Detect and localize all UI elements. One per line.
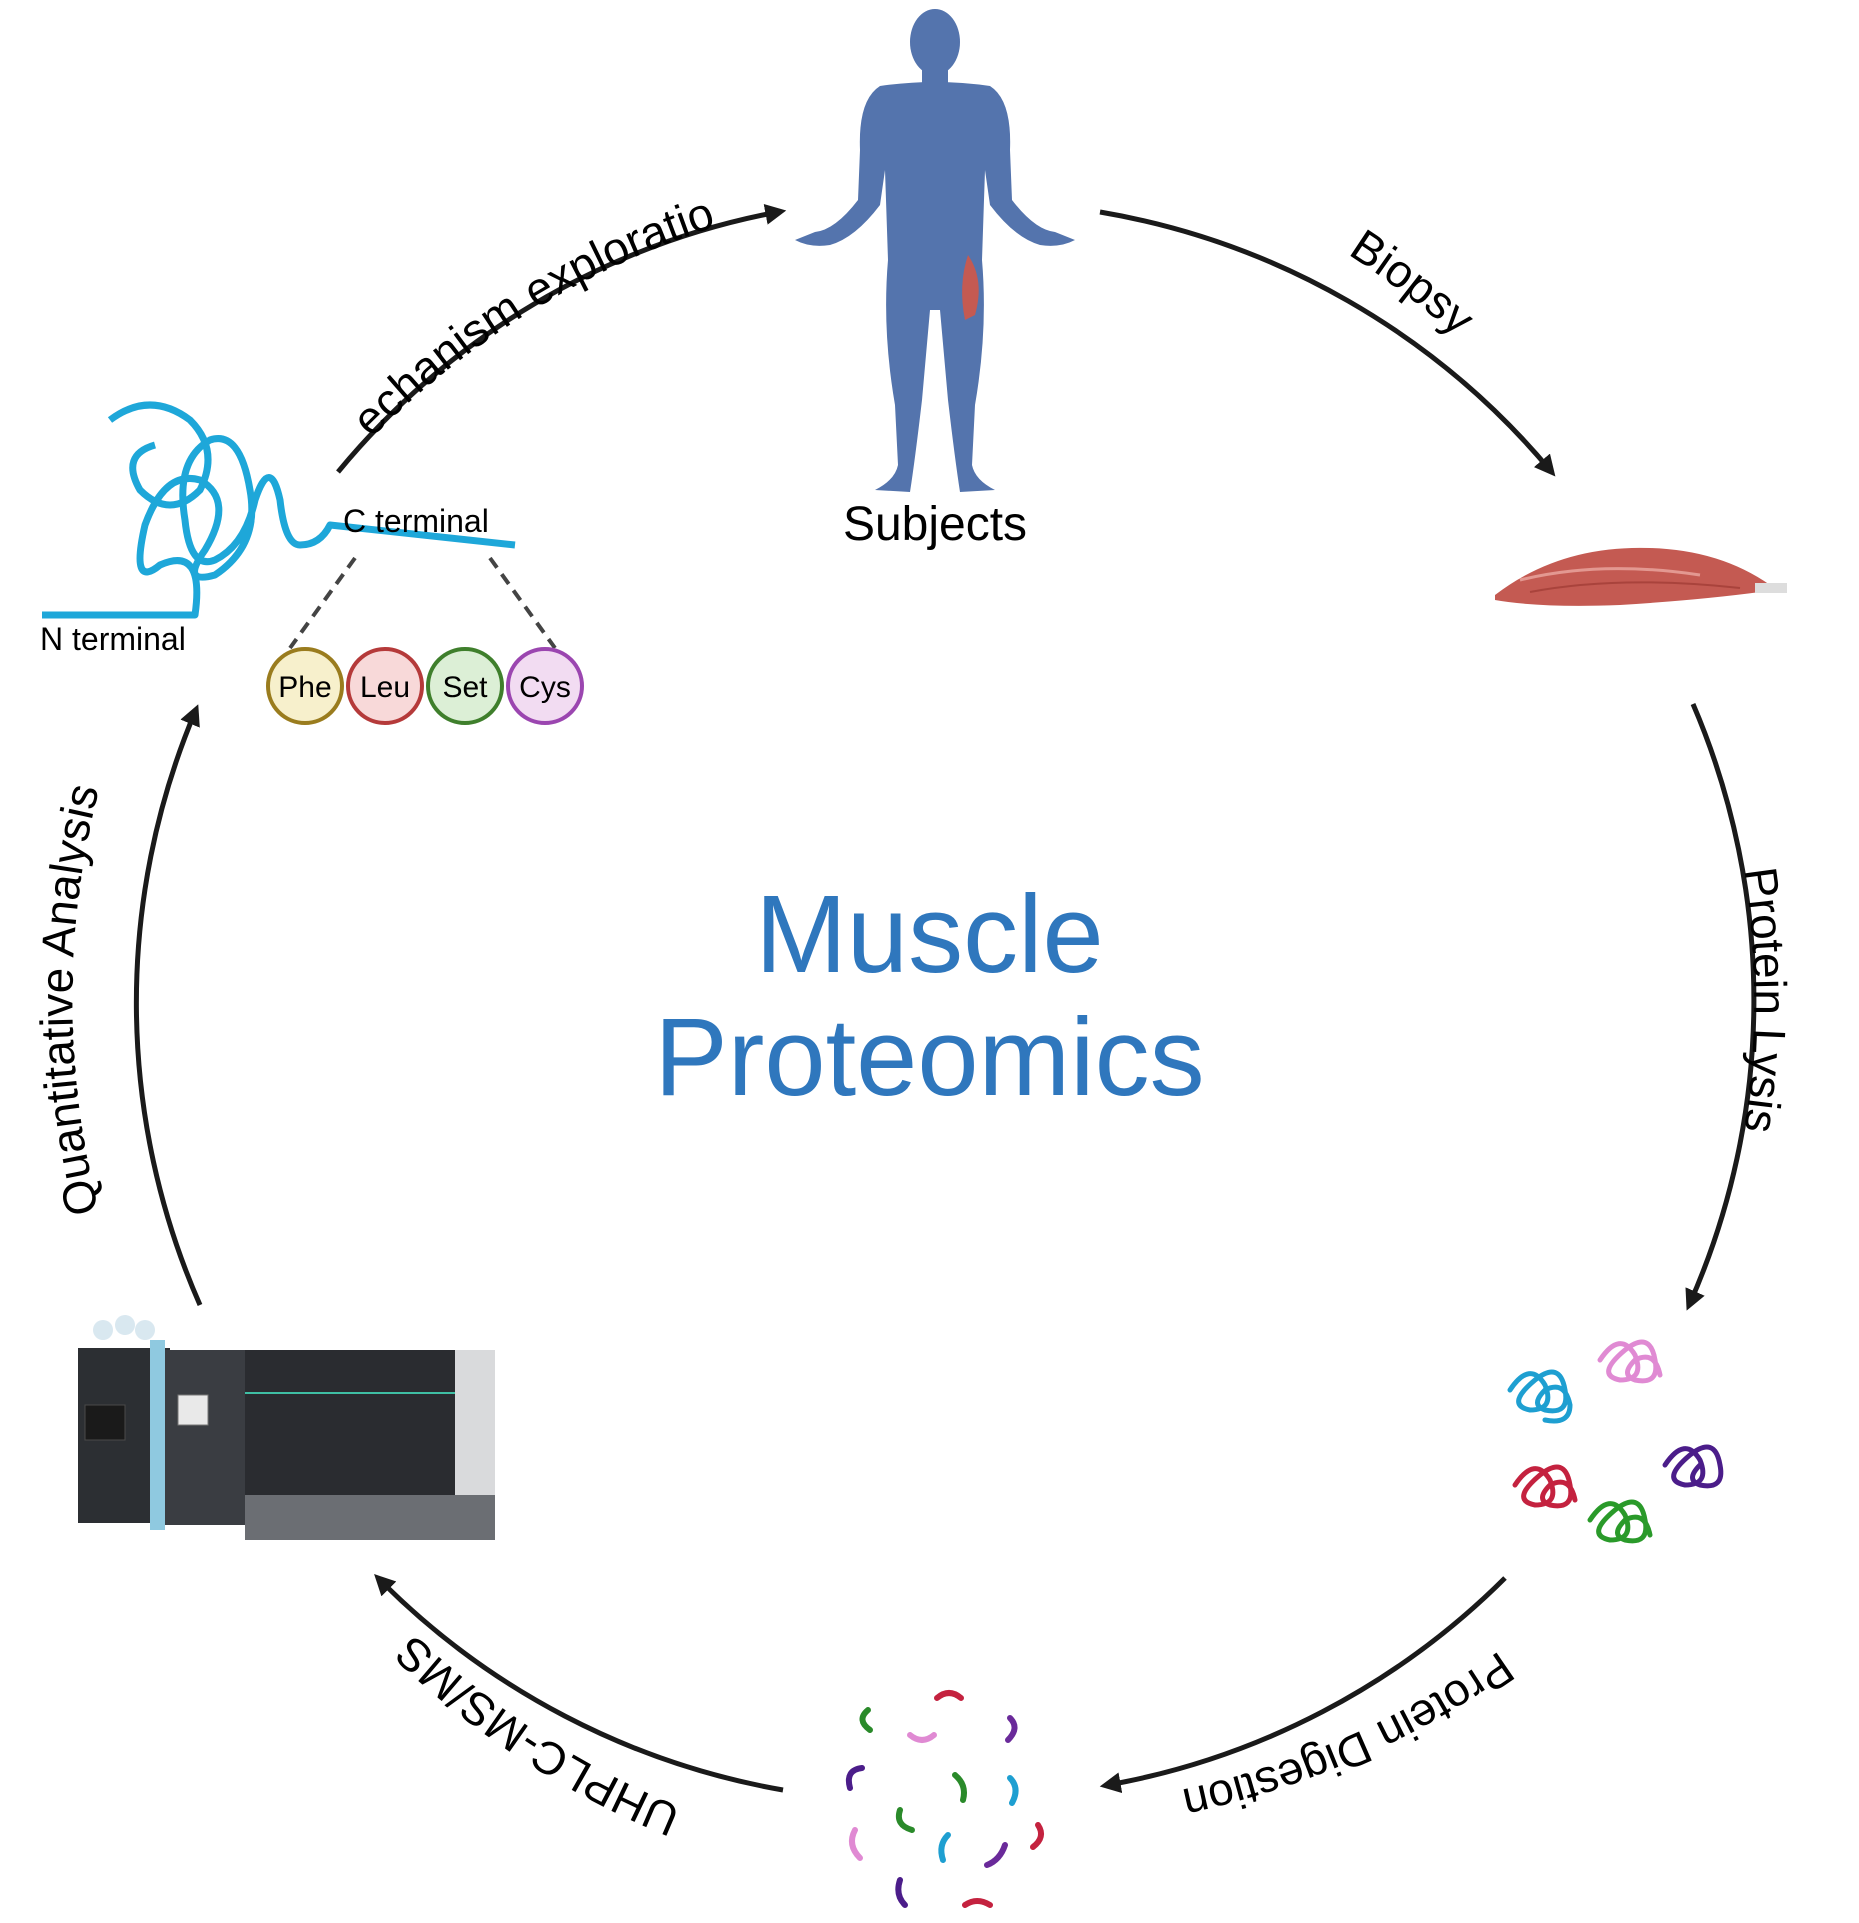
residue-phe: Phe [266,647,344,725]
label-protein-digestion: Protein Digestion [1178,1642,1523,1831]
amino-acid-residues: Phe Leu Set Cys [266,647,584,725]
label-uhplc-ms-ms: UHPLC-MS/MS [385,1626,686,1847]
label-subjects: Subjects [843,498,1027,551]
muscle-tissue-icon [1495,547,1787,606]
arrow-subjects-to-biopsy [1099,209,1556,477]
label-biopsy: Biopsy [1342,219,1485,345]
peptide-fragments-icon [845,1690,1045,1908]
arrow-uhplc-to-quant [133,704,203,1307]
thigh-muscle-highlight [962,255,979,320]
svg-text:Set: Set [442,671,488,704]
label-c-terminal: C terminal [343,503,489,539]
mass-spectrometer-icon [78,1315,495,1540]
label-mechanism-exploration: Mechanism exploration [0,0,720,445]
residue-cys: Cys [506,647,584,725]
protein-clusters-icon [1507,1339,1724,1544]
residue-leu: Leu [346,647,424,725]
diagram-title-line1: Muscle [755,873,1104,996]
residue-set: Set [426,647,504,725]
protein-chain-icon [42,401,557,650]
cycle-arrows [133,204,1757,1794]
arrow-biopsy-to-lysis [1685,703,1757,1311]
diagram-title-line2: Proteomics [654,996,1205,1119]
arrow-digestion-to-uhplc [374,1574,784,1793]
arrow-lysis-to-digestion [1099,1576,1507,1794]
svg-text:Phe: Phe [278,671,331,704]
svg-text:Cys: Cys [519,671,571,704]
label-n-terminal: N terminal [40,621,186,657]
svg-text:Leu: Leu [360,671,410,704]
label-protein-lysis: Protein Lysis [1734,864,1796,1136]
label-quantitative-analysis: Quantitative Analysis [30,779,108,1221]
arrow-mechanism-to-subjects [336,204,787,474]
human-body-icon [795,9,1075,492]
